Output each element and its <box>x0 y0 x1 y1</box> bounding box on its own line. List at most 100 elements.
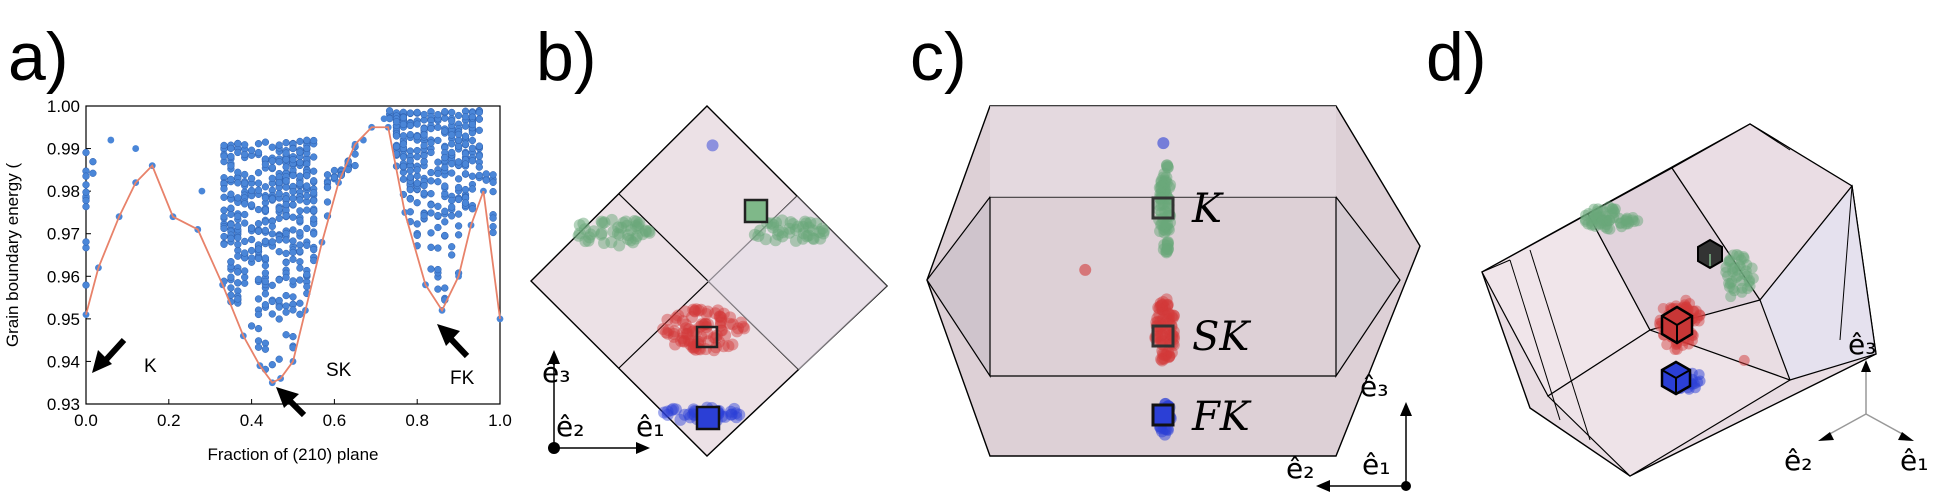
marker-blue <box>695 405 721 431</box>
scatter-point <box>420 181 428 190</box>
orientation-point <box>719 410 732 423</box>
orientation-point <box>1692 376 1704 388</box>
scatter-point <box>310 230 318 238</box>
axes-b: ê₃ ê₂ ê₁ <box>542 350 664 454</box>
orientation-point <box>1156 352 1169 365</box>
orientation-point <box>661 313 674 326</box>
axis-e2-d: ê₂ <box>1784 444 1812 477</box>
scatter-point <box>275 205 283 213</box>
scatter-point <box>427 124 435 133</box>
scatter-point <box>241 179 249 187</box>
scatter-point <box>427 139 435 147</box>
scatter-point <box>310 136 318 145</box>
scatter-point <box>275 303 283 311</box>
scatter-point <box>241 170 249 179</box>
annotation-k: K <box>144 356 157 377</box>
orientation-point <box>667 330 680 343</box>
scatter-point <box>448 212 456 220</box>
orientation-point <box>658 406 671 419</box>
orientation-point <box>1684 298 1696 310</box>
scatter-point <box>420 110 428 119</box>
scatter-point <box>247 146 256 154</box>
scatter-point <box>234 179 242 187</box>
orientation-point <box>1161 298 1174 311</box>
scatter-point <box>234 252 242 260</box>
y-tick-label: 0.93 <box>47 395 80 414</box>
scatter-point <box>82 196 90 205</box>
scatter-point <box>330 166 339 175</box>
scatter-point <box>254 254 263 263</box>
axis-e3-c: ê₃ <box>1360 370 1388 403</box>
orientation-point <box>724 311 737 324</box>
oblique-prism <box>1481 123 1877 477</box>
scatter-point <box>234 168 242 176</box>
scatter-point <box>434 265 442 274</box>
scatter-point <box>475 171 483 180</box>
orientation-point <box>679 318 692 331</box>
orientation-point <box>1680 294 1692 306</box>
scatter-point <box>406 185 414 194</box>
scatter-point <box>448 148 456 157</box>
scatter-point <box>434 158 442 166</box>
scatter-point <box>282 139 290 147</box>
scatter-point <box>441 284 449 292</box>
orientation-point <box>1683 338 1695 350</box>
scatter-point <box>399 113 408 122</box>
axis-e1-d: ê₁ <box>1900 444 1928 477</box>
orientation-point <box>1161 298 1174 311</box>
orientation-point <box>1161 300 1174 313</box>
label-fk: FK <box>1191 394 1252 440</box>
orientation-point <box>1746 262 1758 274</box>
orientation-point <box>759 233 772 246</box>
scatter-point <box>227 220 235 229</box>
scatter-point <box>310 153 318 161</box>
orientation-point <box>714 316 727 329</box>
scatter-point <box>289 255 297 263</box>
scatter-point <box>261 269 270 277</box>
orientation-point <box>669 338 682 351</box>
scatter-point <box>427 209 435 217</box>
scatter-point <box>413 220 421 228</box>
y-tick-label: 0.99 <box>47 140 80 159</box>
scatter-point <box>275 178 283 187</box>
scatter-point <box>420 158 428 166</box>
orientation-point <box>1720 261 1732 273</box>
scatter-point <box>380 115 388 123</box>
panel-label-c: c) <box>910 19 967 95</box>
scatter-point <box>448 169 456 177</box>
scatter-point <box>198 187 206 195</box>
scatter-point <box>289 194 297 202</box>
orientation-point <box>668 325 681 338</box>
scatter-point <box>289 306 297 314</box>
scatter-point <box>282 258 290 267</box>
orientation-point <box>700 307 713 320</box>
orientation-point <box>615 221 628 234</box>
scatter-point <box>475 108 483 117</box>
scatter-point <box>482 170 490 178</box>
scatter-point <box>434 123 442 131</box>
orientation-point <box>1167 309 1180 322</box>
orientation-point <box>672 309 685 322</box>
scatter-point <box>282 155 290 164</box>
scatter-point <box>247 322 256 330</box>
orientation-point <box>1079 263 1092 276</box>
orientation-point <box>1154 297 1167 310</box>
scatter-point <box>413 120 421 128</box>
scatter-point <box>399 175 408 183</box>
orientation-point <box>676 315 689 328</box>
scatter-point <box>275 141 283 149</box>
scatter-point <box>310 245 318 254</box>
scatter-point <box>489 214 497 222</box>
orientation-point <box>701 327 714 340</box>
orientation-point <box>776 226 789 239</box>
scatter-point <box>310 215 318 223</box>
scatter-point <box>475 126 483 134</box>
orientation-point <box>1739 269 1751 281</box>
orientation-point <box>684 411 697 424</box>
scatter-point <box>475 163 483 171</box>
scatter-point <box>489 171 497 179</box>
orientation-point <box>1154 330 1167 343</box>
orientation-point <box>681 327 694 340</box>
orientation-point <box>1155 425 1168 438</box>
scatter-point <box>289 237 297 245</box>
